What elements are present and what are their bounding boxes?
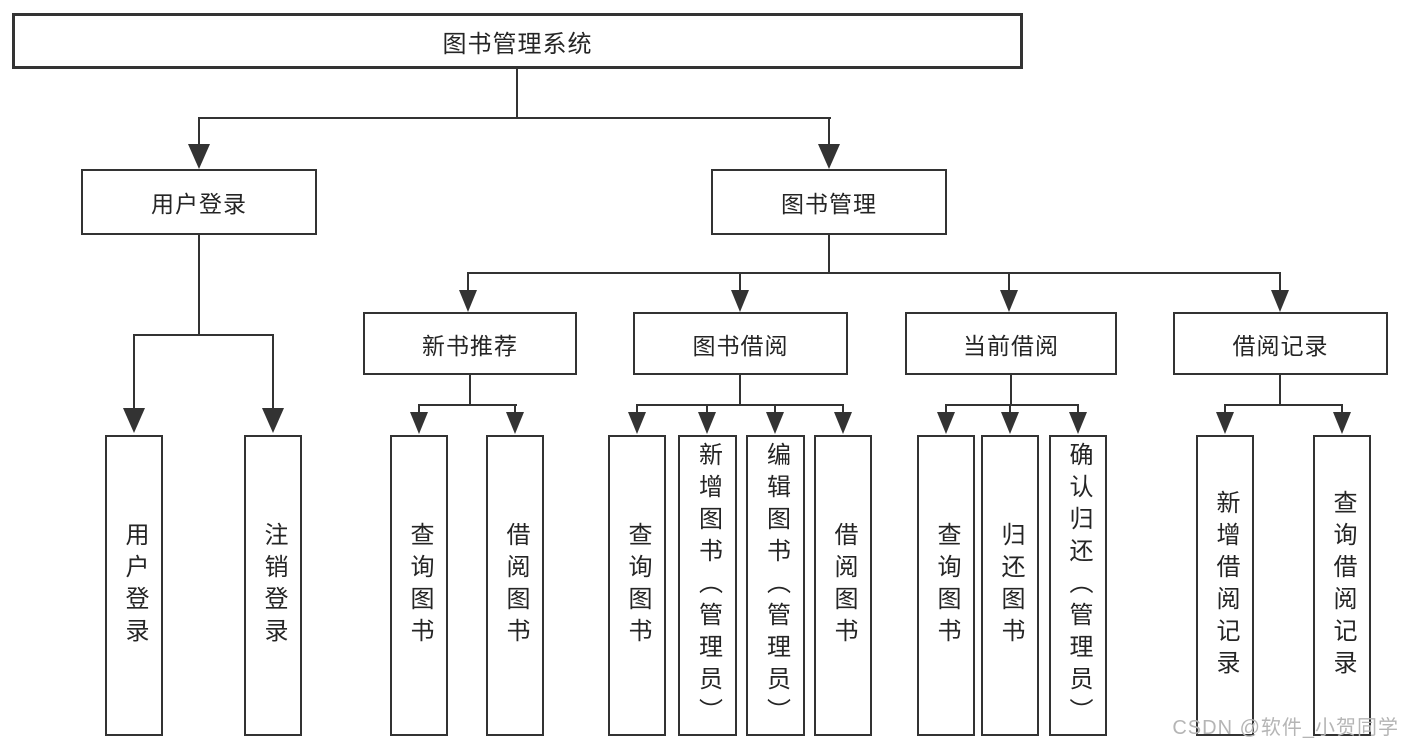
node-borrow-books-recommend: 借阅图书: [486, 435, 544, 736]
node-borrowing-records: 借阅记录: [1173, 312, 1388, 375]
arrow-head: [506, 412, 524, 434]
connector-line: [133, 334, 274, 336]
node-add-borrow-record: 新增借阅记录: [1196, 435, 1254, 736]
arrow-head: [1333, 412, 1351, 434]
connector-line: [774, 404, 776, 414]
node-label: 确认归还（管理员）: [1065, 441, 1092, 730]
connector-line: [272, 334, 274, 410]
node-label: 查询借阅记录: [1329, 489, 1356, 682]
connector-line: [418, 404, 517, 406]
connector-line: [1008, 272, 1010, 292]
arrow-head: [459, 290, 477, 312]
arrow-head: [628, 412, 646, 434]
connector-line: [828, 235, 830, 274]
arrow-head: [1216, 412, 1234, 434]
connector-line: [1077, 404, 1079, 414]
connector-line: [828, 117, 830, 147]
arrow-head: [410, 412, 428, 434]
node-label: 用户登录: [121, 521, 148, 650]
node-label: 借阅记录: [1232, 332, 1329, 359]
node-label: 新增借阅记录: [1212, 489, 1239, 682]
arrow-head: [1000, 290, 1018, 312]
node-label: 编辑图书（管理员）: [762, 441, 790, 730]
connector-line: [1341, 404, 1343, 414]
node-label: 注销登录: [260, 521, 287, 650]
connector-line: [514, 404, 516, 414]
node-label: 图书管理: [781, 191, 877, 217]
connector-line: [198, 117, 200, 147]
connector-line: [198, 117, 831, 119]
connector-line: [516, 69, 518, 119]
node-library-management-system: 图书管理系统: [12, 13, 1023, 69]
arrow-head: [766, 412, 784, 434]
node-confirm-return-admin: 确认归还（管理员）: [1049, 435, 1107, 736]
node-return-book: 归还图书: [981, 435, 1039, 736]
connector-line: [467, 272, 469, 292]
node-user-login-leaf: 用户登录: [105, 435, 163, 736]
connector-line: [1279, 272, 1281, 292]
node-label: 借阅图书: [830, 521, 857, 650]
connector-line: [636, 404, 638, 414]
node-book-borrowing: 图书借阅: [633, 312, 848, 375]
connector-line: [636, 404, 844, 406]
connector-line: [1010, 375, 1012, 406]
node-current-borrowing: 当前借阅: [905, 312, 1117, 375]
node-logout: 注销登录: [244, 435, 302, 736]
node-add-book-admin: 新增图书（管理员）: [678, 435, 737, 736]
node-label: 查询图书: [406, 521, 433, 650]
connector-line: [469, 375, 471, 406]
node-label: 新书推荐: [422, 332, 518, 359]
watermark-csdn: CSDN @软件_小贺同学: [1172, 717, 1399, 739]
arrow-head: [262, 408, 284, 433]
node-book-management: 图书管理: [711, 169, 947, 235]
node-borrow-books-leaf: 借阅图书: [814, 435, 872, 736]
connector-line: [1279, 375, 1281, 406]
arrow-head: [1069, 412, 1087, 434]
node-label: 图书管理系统: [442, 30, 593, 58]
arrow-head: [818, 144, 840, 169]
node-label: 用户登录: [151, 191, 247, 217]
connector-line: [739, 272, 741, 292]
connector-line: [706, 404, 708, 414]
arrow-head: [188, 144, 210, 169]
arrow-head: [123, 408, 145, 433]
arrow-head: [937, 412, 955, 434]
arrow-head: [698, 412, 716, 434]
node-label: 新增图书（管理员）: [694, 441, 722, 730]
node-edit-book-admin: 编辑图书（管理员）: [746, 435, 805, 736]
node-label: 查询图书: [624, 521, 651, 650]
connector-line: [842, 404, 844, 414]
node-label: 当前借阅: [963, 332, 1059, 359]
node-query-books-recommend: 查询图书: [390, 435, 448, 736]
connector-line: [467, 272, 1281, 274]
node-label: 查询图书: [933, 521, 960, 650]
arrow-head: [1001, 412, 1019, 434]
connector-line: [418, 404, 420, 414]
arrow-head: [1271, 290, 1289, 312]
connector-line: [133, 334, 135, 410]
connector-line: [198, 235, 200, 336]
node-new-book-recommendation: 新书推荐: [363, 312, 577, 375]
connector-line: [945, 404, 947, 414]
arrow-head: [731, 290, 749, 312]
node-label: 借阅图书: [502, 521, 529, 650]
node-label: 归还图书: [997, 521, 1024, 650]
connector-line: [945, 404, 1079, 406]
connector-line: [1224, 404, 1343, 406]
connector-line: [1009, 404, 1011, 414]
node-label: 图书借阅: [692, 332, 789, 359]
arrow-head: [834, 412, 852, 434]
connector-line: [739, 375, 741, 406]
node-query-books-borrowing: 查询图书: [608, 435, 666, 736]
node-user-login: 用户登录: [81, 169, 317, 235]
node-query-books-current: 查询图书: [917, 435, 975, 736]
connector-line: [1224, 404, 1226, 414]
node-query-borrow-record: 查询借阅记录: [1313, 435, 1371, 736]
